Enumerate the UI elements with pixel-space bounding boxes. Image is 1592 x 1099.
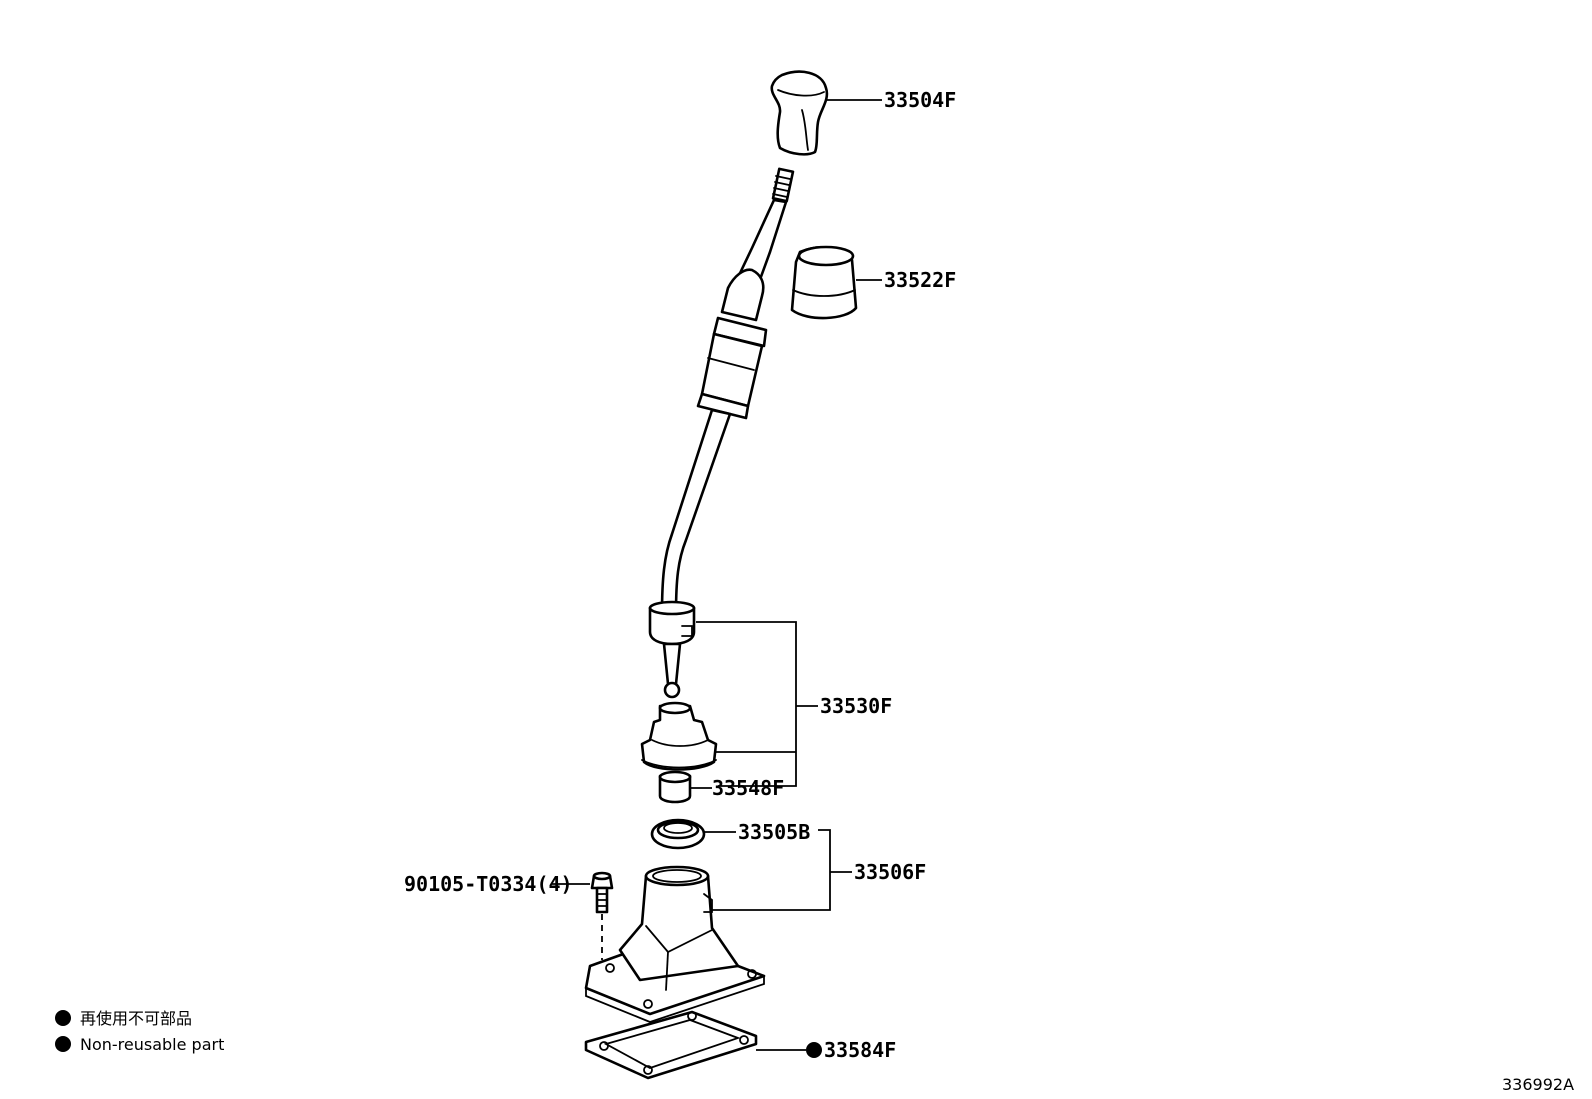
legend: 再使用不可部品 Non-reusable part	[55, 1009, 224, 1054]
callout-33530F: 33530F	[820, 694, 892, 718]
callout-33522F: 33522F	[884, 268, 956, 292]
callout-33548F: 33548F	[712, 776, 784, 800]
legend-en: Non-reusable part	[80, 1035, 224, 1054]
shift-knob	[770, 70, 829, 156]
bolt	[590, 871, 614, 960]
filled-circle-icon	[55, 1036, 71, 1052]
non-reusable-marker-icon	[806, 1042, 822, 1058]
diagram-reference-code: 336992A	[1502, 1075, 1574, 1094]
callout-33584F: 33584F	[824, 1038, 896, 1062]
leader-33530F	[696, 621, 797, 787]
callout-33504F: 33504F	[884, 88, 956, 112]
oil-seal	[650, 818, 706, 850]
callout-33506F: 33506F	[854, 860, 926, 884]
callout-90105-T0334: 90105-T0334(4)	[404, 872, 573, 896]
lever-retainer-assembly	[640, 600, 718, 771]
shift-lever	[660, 167, 795, 616]
legend-jp: 再使用不可部品	[80, 1009, 192, 1028]
shift-lever-retainer-housing	[584, 865, 766, 1023]
bushing	[658, 770, 692, 804]
callout-33505B: 33505B	[738, 820, 810, 844]
shift-lever-boot	[790, 245, 858, 320]
leader-33506F	[712, 829, 831, 911]
gasket	[584, 1010, 758, 1080]
filled-circle-icon	[55, 1010, 71, 1026]
